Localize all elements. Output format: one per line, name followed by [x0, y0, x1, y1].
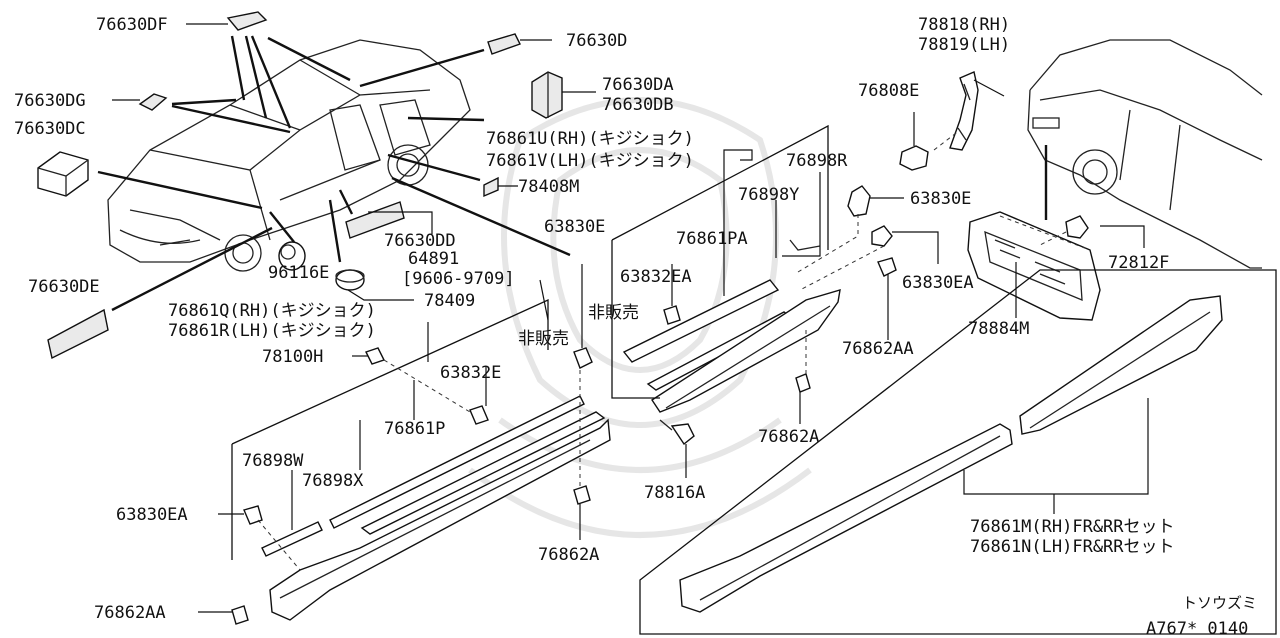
leader-lines	[112, 23, 1149, 613]
label-78100H: 78100H	[262, 347, 323, 367]
part-76808E	[899, 145, 929, 171]
part-63830EA-left	[243, 505, 263, 525]
label-9606-9709: [9606-9709]	[402, 269, 515, 289]
frames	[231, 124, 1277, 635]
label-76630D: 76630D	[566, 31, 627, 51]
diagram-code: A767* 0140	[1146, 619, 1248, 638]
label-76861R: 76861R(LH)(キジショク)	[168, 321, 376, 341]
label-hihanbai-2: 非販売	[518, 329, 569, 349]
label-63832EA: 63832EA	[620, 267, 692, 287]
label-76862AA-left: 76862AA	[94, 603, 166, 623]
part-63830E-mid	[573, 347, 593, 369]
part-78409	[335, 269, 365, 291]
callout-arrows	[97, 35, 1048, 312]
label-78818: 78818(RH)	[918, 15, 1010, 35]
label-76861Q: 76861Q(RH)(キジショク)	[168, 301, 376, 321]
label-76898Y: 76898Y	[738, 185, 799, 205]
label-76862A-left: 76862A	[538, 545, 599, 565]
label-63830EA-right: 63830EA	[902, 273, 974, 293]
label-tosouzumi: トソウズミ	[1182, 594, 1257, 612]
part-76630DE	[47, 308, 109, 360]
label-76898W: 76898W	[242, 451, 304, 471]
label-76861P: 76861P	[384, 419, 445, 439]
label-76630DG: 76630DG	[14, 91, 86, 111]
label-78884M: 78884M	[968, 319, 1029, 339]
guide-dashes	[257, 129, 1091, 571]
part-76862AA-right	[877, 257, 897, 277]
part-76862AA-left	[231, 605, 249, 625]
part-76861PA-skirt	[622, 239, 841, 413]
label-76808E: 76808E	[858, 81, 919, 101]
car-left-illustration	[107, 39, 471, 272]
label-76630DC: 76630DC	[14, 119, 86, 139]
label-78408M: 78408M	[518, 177, 579, 197]
label-76861V: 76861V(LH)(キジショク)	[486, 151, 694, 171]
label-78409: 78409	[424, 291, 475, 311]
part-76862A-right	[795, 373, 811, 393]
part-76630DA	[531, 71, 563, 119]
label-76630DB: 76630DB	[602, 95, 674, 115]
label-hihanbai-1: 非販売	[588, 303, 639, 323]
label-76861N: 76861N(LH)FR&RRセット	[970, 537, 1175, 557]
part-76861P-skirt	[261, 395, 611, 621]
part-63832E	[469, 405, 489, 425]
part-76861M-skirt-set	[679, 295, 1223, 613]
label-76630DD: 76630DD	[384, 231, 456, 251]
part-76630DF	[226, 11, 268, 31]
label-63830EA-left: 63830EA	[116, 505, 188, 525]
label-63830E-top: 63830E	[910, 189, 971, 209]
label-76898R: 76898R	[786, 151, 848, 171]
label-76862A-right: 76862A	[758, 427, 819, 447]
label-76861U: 76861U(RH)(キジショク)	[486, 129, 694, 149]
label-76898X: 76898X	[302, 471, 364, 491]
part-78818-trim	[949, 71, 979, 151]
label-63832E: 63832E	[440, 363, 501, 383]
label-76630DE: 76630DE	[28, 277, 100, 297]
part-76862A-left	[573, 485, 591, 505]
labels: 76630DF 76630D 76630DA 76630DB 76630DG 7…	[14, 15, 1257, 638]
part-63830EA-right	[871, 225, 893, 247]
car-right-illustration	[1027, 39, 1263, 269]
label-64891: 64891	[408, 249, 459, 269]
part-76630DD	[345, 201, 405, 239]
part-78816A	[659, 419, 695, 446]
part-78408M	[483, 176, 499, 198]
label-76630DA: 76630DA	[602, 75, 674, 95]
label-76862AA-right: 76862AA	[842, 339, 914, 359]
part-96116E	[278, 241, 306, 271]
label-96116E: 96116E	[268, 263, 329, 283]
label-76630DF: 76630DF	[96, 15, 168, 35]
label-72812F: 72812F	[1108, 253, 1169, 273]
part-76630DG	[138, 93, 168, 111]
part-63830E-top	[847, 185, 871, 217]
part-78100H	[365, 347, 385, 365]
label-63830E-mid: 63830E	[544, 217, 605, 237]
part-78884M-grille	[967, 211, 1101, 321]
part-63832EA	[663, 305, 681, 325]
label-78819: 78819(LH)	[918, 35, 1010, 55]
part-72812F	[1065, 215, 1089, 239]
part-76630DC	[37, 151, 89, 197]
label-76861M: 76861M(RH)FR&RRセット	[970, 517, 1175, 537]
label-78816A: 78816A	[644, 483, 705, 503]
label-76861PA: 76861PA	[676, 229, 748, 249]
part-76630D	[487, 33, 521, 55]
